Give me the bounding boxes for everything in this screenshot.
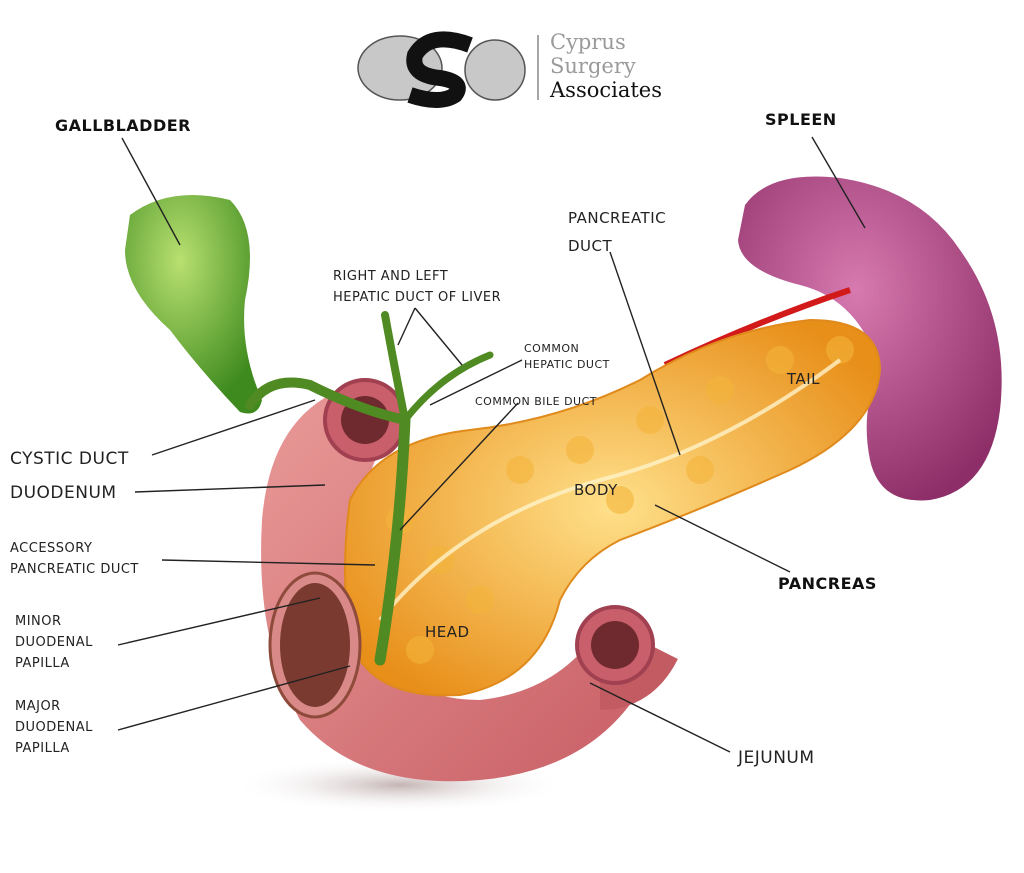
pancreatic-duct-line (378, 358, 842, 622)
label-line: PANCREATIC (568, 209, 667, 227)
label-jejunum: JEJUNUM (738, 748, 815, 768)
logo-line-2: Surgery (550, 54, 636, 78)
logo-line-1: Cyprus (550, 30, 626, 54)
csa-logo-monogram (357, 31, 539, 108)
label-hepatic-duct-liver: RIGHT AND LEFT HEPATIC DUCT OF LIVER (333, 266, 501, 308)
logo-text: Cyprus Surgery Associates (550, 30, 662, 102)
label-tail: TAIL (787, 370, 821, 388)
label-line: MAJOR (15, 699, 61, 714)
label-common-hepatic-duct: COMMON HEPATIC DUCT (524, 341, 610, 373)
pancreas-lobules (386, 336, 854, 664)
label-common-bile-duct: COMMON BILE DUCT (475, 395, 597, 408)
duodenum-shape (261, 390, 640, 782)
label-line: PAPILLA (15, 741, 70, 756)
label-line: HEPATIC DUCT (524, 358, 610, 371)
label-pancreas: PANCREAS (778, 574, 877, 593)
bile-ducts (245, 311, 494, 666)
logo-line-3: Associates (550, 78, 663, 102)
label-line: PANCREATIC DUCT (10, 562, 139, 577)
label-head: HEAD (425, 623, 470, 641)
label-body: BODY (574, 481, 618, 499)
label-major-duodenal-papilla: MAJOR DUODENAL PAPILLA (15, 696, 93, 759)
label-gallbladder: GALLBLADDER (55, 116, 191, 135)
label-line: DUODENAL (15, 720, 93, 735)
gallbladder-shape (125, 195, 262, 414)
label-spleen: SPLEEN (765, 110, 837, 129)
label-line: MINOR (15, 614, 62, 629)
label-minor-duodenal-papilla: MINOR DUODENAL PAPILLA (15, 611, 93, 674)
label-duodenum: DUODENUM (10, 483, 117, 503)
label-cystic-duct: CYSTIC DUCT (10, 449, 129, 469)
jejunum-shape (598, 640, 678, 710)
label-line: DUODENAL (15, 635, 93, 650)
label-line: COMMON (524, 342, 580, 355)
label-pancreatic-duct: PANCREATIC DUCT (568, 204, 666, 260)
label-line: DUCT (568, 237, 613, 255)
label-line: RIGHT AND LEFT (333, 269, 449, 284)
leader-lines (117, 136, 866, 753)
label-accessory-pancreatic-duct: ACCESSORY PANCREATIC DUCT (10, 538, 139, 580)
label-line: HEPATIC DUCT OF LIVER (333, 290, 502, 305)
label-line: ACCESSORY (10, 541, 93, 556)
label-line: PAPILLA (15, 656, 70, 671)
